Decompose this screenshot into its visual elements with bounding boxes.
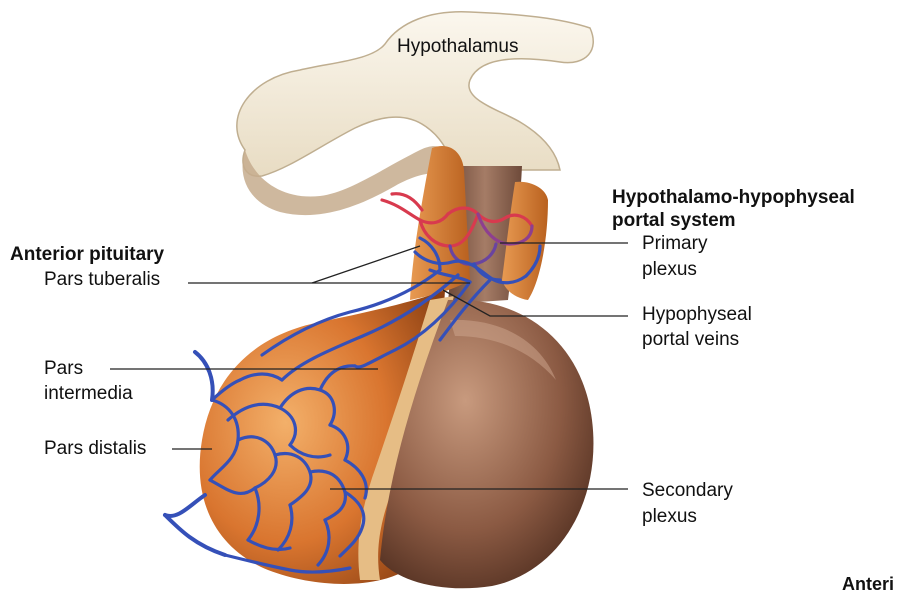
label-primary-plexus-line2: plexus	[642, 258, 697, 281]
label-portal-veins-line1: Hypophyseal	[642, 303, 752, 326]
label-portal-system-line2: portal system	[612, 209, 736, 232]
label-cut-off-corner: Anteri	[842, 574, 894, 594]
label-anterior-pituitary: Anterior pituitary	[10, 243, 164, 266]
label-pars-distalis: Pars distalis	[44, 437, 146, 460]
label-primary-plexus-line1: Primary	[642, 232, 707, 255]
label-portal-veins-line2: portal veins	[642, 328, 739, 351]
label-pars-intermedia-line1: Pars	[44, 357, 83, 380]
label-secondary-plexus-line2: plexus	[642, 505, 697, 528]
label-pars-intermedia-line2: intermedia	[44, 382, 133, 405]
label-secondary-plexus-line1: Secondary	[642, 479, 733, 502]
label-hypothalamus: Hypothalamus	[397, 35, 518, 58]
label-portal-system-line1: Hypothalamo-hypophyseal	[612, 186, 855, 209]
label-pars-tuberalis: Pars tuberalis	[44, 268, 160, 291]
leader-pars-tuberalis-branch	[312, 246, 420, 283]
